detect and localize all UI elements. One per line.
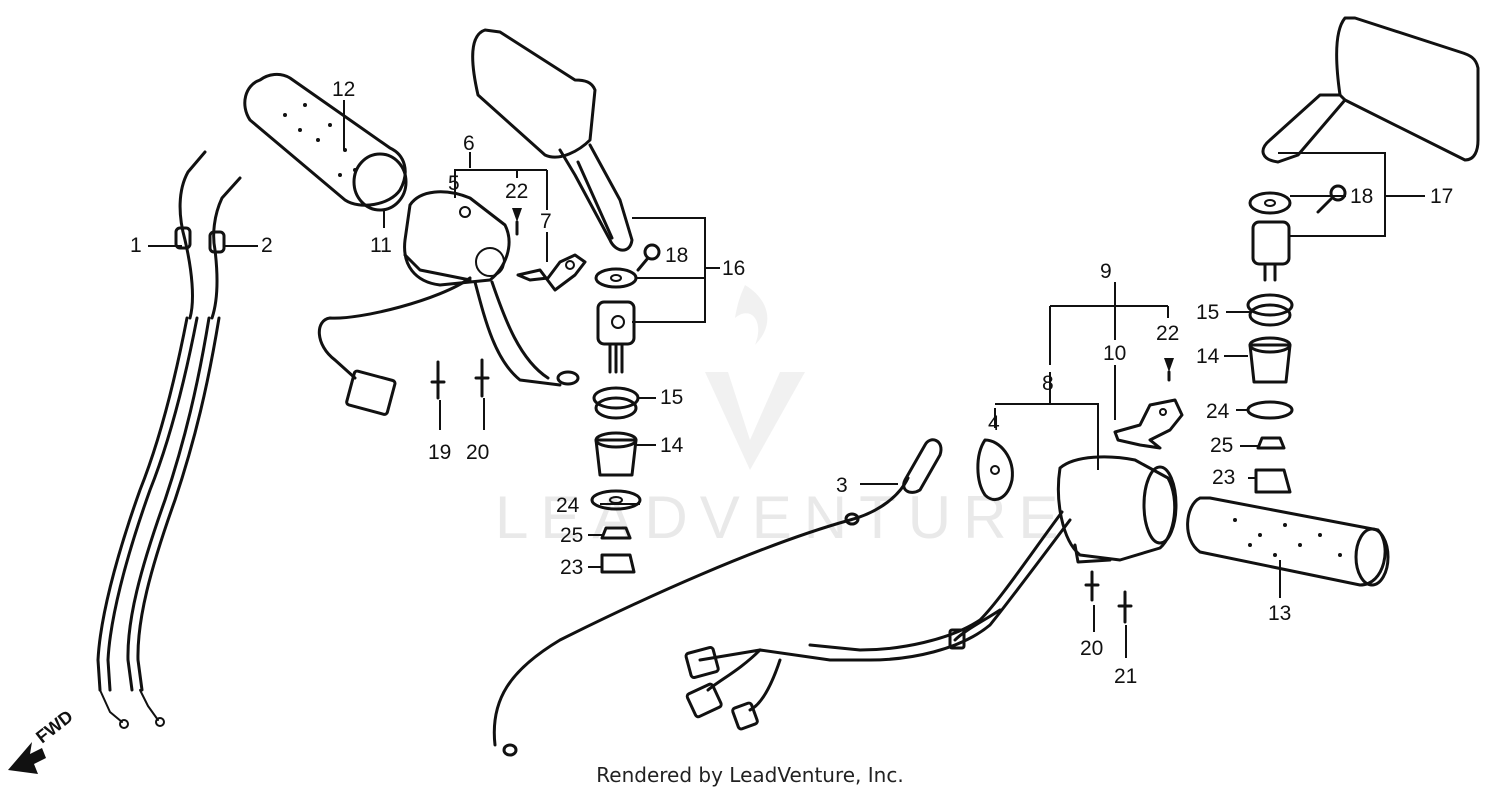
switch-bracket [516, 253, 587, 292]
right-mirror [1261, 16, 1480, 164]
callout-23-right: 23 [1212, 466, 1235, 489]
callout-20: 20 [466, 441, 489, 464]
callout-8: 8 [1042, 372, 1054, 395]
forward-arrow-icon [8, 742, 46, 774]
callout-4: 4 [988, 412, 1000, 435]
screw-18-left [636, 243, 661, 272]
throttle-cable-assembly [96, 150, 242, 729]
callout-6: 6 [463, 132, 475, 155]
screws-19-20 [430, 358, 490, 400]
callout-16: 16 [722, 257, 745, 280]
callout-5: 5 [448, 172, 460, 195]
left-mirror [471, 28, 634, 252]
right-grip [1186, 496, 1390, 587]
left-switch-housing [317, 190, 580, 416]
callout-22: 22 [505, 180, 528, 203]
watermark-logo [705, 285, 805, 470]
callouts: 1 2 3 4 5 6 7 8 9 10 11 12 13 14 15 16 1… [130, 78, 1453, 688]
callout-1: 1 [130, 234, 142, 257]
callout-3: 3 [836, 474, 848, 497]
callout-14: 14 [660, 434, 684, 457]
right-switch-housing [684, 455, 1178, 731]
callout-13: 13 [1268, 602, 1291, 625]
callout-11: 11 [370, 234, 392, 257]
callout-24: 24 [556, 494, 580, 517]
callout-19: 19 [428, 441, 451, 464]
callout-14-right: 14 [1196, 345, 1220, 368]
callout-20-right: 20 [1080, 637, 1103, 660]
screw-22-right [1164, 358, 1174, 382]
callout-18-right: 18 [1350, 185, 1373, 208]
screws-20-21 [1084, 570, 1133, 624]
callout-25-right: 25 [1210, 434, 1233, 457]
screw [512, 208, 522, 236]
callout-17: 17 [1430, 185, 1453, 208]
choke-cable [492, 438, 943, 757]
render-credit: Rendered by LeadVenture, Inc. [596, 763, 904, 787]
callout-23: 23 [560, 556, 583, 579]
switch-bracket-right [1113, 398, 1184, 450]
callout-24-right: 24 [1206, 400, 1230, 423]
callout-15: 15 [660, 386, 683, 409]
screw-18-right [1316, 184, 1347, 214]
callout-25: 25 [560, 524, 583, 547]
right-mirror-mount-stack [1246, 191, 1294, 494]
callout-12: 12 [332, 78, 355, 101]
callout-22-right: 22 [1156, 322, 1179, 345]
callout-21: 21 [1114, 665, 1137, 688]
leader-lines [148, 100, 1425, 658]
callout-2: 2 [261, 234, 273, 257]
callout-18: 18 [665, 244, 688, 267]
callout-7: 7 [540, 210, 552, 233]
watermark-text: LEADVENTURE [495, 484, 1070, 551]
callout-9: 9 [1100, 260, 1112, 283]
svg-text:FWD: FWD [32, 706, 77, 747]
callout-10: 10 [1103, 342, 1126, 365]
part-4-lever [976, 438, 1014, 501]
callout-15-right: 15 [1196, 301, 1219, 324]
throttle-grip [243, 72, 408, 212]
